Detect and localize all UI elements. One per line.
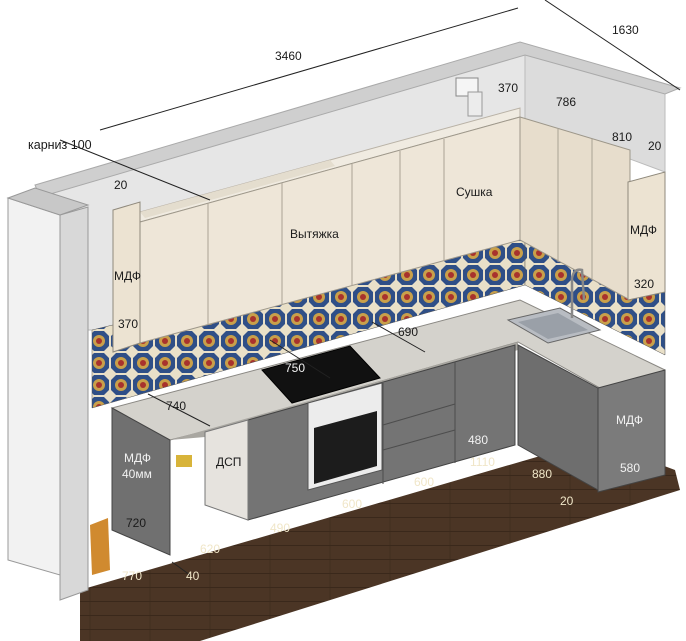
mdf-upper-right <box>627 171 666 301</box>
left-wall-top <box>6 187 90 216</box>
dim-370-left: 370 <box>118 317 138 331</box>
gas-pipe <box>176 455 192 467</box>
mdf-upper-left <box>112 201 141 353</box>
left-wall-front <box>7 197 61 576</box>
dryer-label: Сушка <box>456 185 493 199</box>
dim-600-b: 600 <box>414 475 434 489</box>
dim-580: 580 <box>620 461 640 475</box>
dim-3460: 3460 <box>275 49 302 63</box>
hood-label: Вытяжка <box>290 227 339 241</box>
dim-750: 750 <box>285 361 305 375</box>
dim-20-right: 20 <box>648 139 662 153</box>
mdf-base-right-label: МДФ <box>616 413 643 427</box>
dim-620: 620 <box>200 542 220 556</box>
dim-740: 740 <box>166 399 186 413</box>
dim-600-a: 600 <box>342 497 362 511</box>
dim-20-bottom: 20 <box>560 494 574 508</box>
dim-880: 880 <box>532 467 552 481</box>
dim-480: 480 <box>468 433 488 447</box>
dim-810: 810 <box>612 130 632 144</box>
dim-370-top: 370 <box>498 81 518 95</box>
mdf-side-panel <box>111 407 171 556</box>
sink-bowl <box>518 313 588 339</box>
dim-720: 720 <box>126 516 146 530</box>
dim-490: 490 <box>270 521 290 535</box>
base-cabinet-mdf-end <box>597 369 666 493</box>
hob <box>261 345 381 404</box>
dim-20-left: 20 <box>114 178 128 192</box>
faucet <box>570 268 586 318</box>
mdf-upper-left-label: МДФ <box>114 269 141 283</box>
dim-786: 786 <box>556 95 576 109</box>
dim-770: 770 <box>122 569 142 583</box>
mdf-side-label: МДФ <box>124 451 151 465</box>
left-wall-side <box>59 206 89 601</box>
floor <box>80 440 680 641</box>
chipboard-panel <box>204 419 249 521</box>
worktop-edge <box>170 342 518 440</box>
dim-1630: 1630 <box>612 23 639 37</box>
chipboard-label: ДСП <box>216 455 241 469</box>
dim-40: 40 <box>186 569 200 583</box>
mdf-side-thickness-label: 40мм <box>122 467 152 481</box>
oven-door <box>314 411 377 484</box>
mdf-upper-right-label: МДФ <box>630 223 657 237</box>
cornice-label: карниз 100 <box>28 138 92 152</box>
dim-690: 690 <box>398 325 418 339</box>
dim-320: 320 <box>634 277 654 291</box>
dim-1110: 1110 <box>470 455 495 469</box>
vent-pipe <box>467 91 483 117</box>
outlet-box <box>90 518 110 575</box>
upper-cabinets-top <box>140 160 335 218</box>
